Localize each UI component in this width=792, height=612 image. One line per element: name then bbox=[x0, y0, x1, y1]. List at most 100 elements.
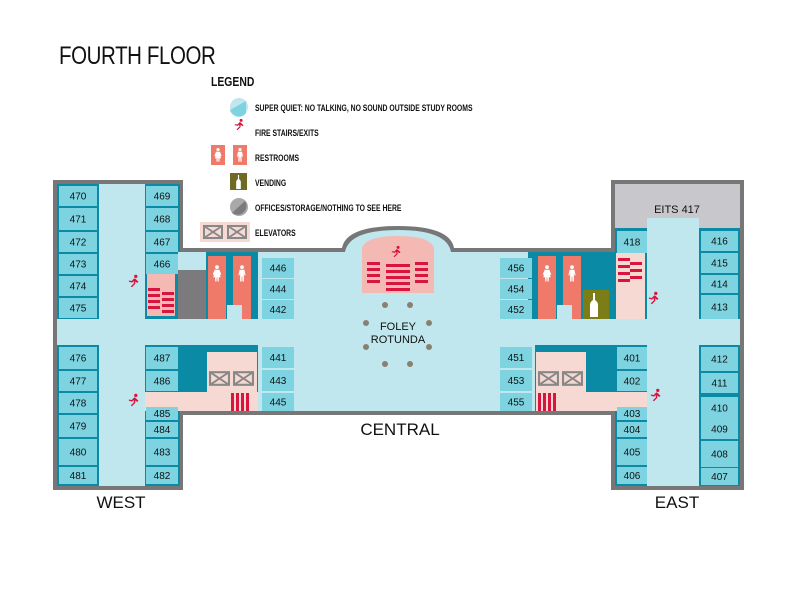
study-room-477 bbox=[59, 371, 97, 391]
room-number: 473 bbox=[70, 260, 87, 271]
quiet-zone-icon bbox=[230, 98, 248, 117]
room-number: 410 bbox=[711, 404, 728, 415]
room-number: 466 bbox=[154, 260, 171, 271]
study-room-452 bbox=[500, 300, 532, 319]
west-stair-lines bbox=[148, 288, 174, 313]
room-number: 454 bbox=[508, 285, 525, 296]
room-number: 486 bbox=[154, 377, 171, 388]
room-number: 446 bbox=[270, 264, 287, 275]
room-number: 477 bbox=[70, 377, 87, 388]
study-room-401 bbox=[617, 347, 647, 369]
study-room-445 bbox=[262, 393, 294, 411]
room-number: 487 bbox=[154, 354, 171, 365]
study-room-453 bbox=[500, 370, 532, 391]
study-room-444 bbox=[262, 279, 294, 299]
study-room-482 bbox=[146, 467, 178, 484]
study-room-471 bbox=[59, 208, 97, 230]
study-room-479 bbox=[59, 415, 97, 437]
east-service-block bbox=[528, 252, 647, 411]
room-number: 452 bbox=[508, 305, 525, 316]
room-number: 467 bbox=[154, 238, 171, 249]
eits-office-label: EITS 417 bbox=[654, 204, 700, 216]
room-number: 407 bbox=[711, 472, 728, 483]
study-room-418 bbox=[617, 231, 647, 253]
room-number: 471 bbox=[70, 215, 87, 226]
room-number: 415 bbox=[711, 259, 728, 270]
study-room-472 bbox=[59, 232, 97, 252]
study-room-442 bbox=[262, 300, 294, 319]
room-number: 451 bbox=[508, 353, 525, 364]
room-number: 456 bbox=[508, 264, 525, 275]
room-number: 470 bbox=[70, 192, 87, 203]
study-room-455 bbox=[500, 393, 532, 411]
study-room-484 bbox=[146, 422, 178, 437]
restroom-women-east bbox=[538, 256, 556, 319]
study-room-403 bbox=[617, 407, 647, 420]
offices-icon bbox=[230, 198, 248, 216]
legend-label-offices: OFFICES/STORAGE/NOTHING TO SEE HERE bbox=[255, 203, 402, 214]
room-number: 445 bbox=[270, 398, 287, 409]
study-room-414 bbox=[701, 275, 738, 293]
room-number: 468 bbox=[154, 215, 171, 226]
study-room-404 bbox=[617, 422, 647, 437]
study-room-473 bbox=[59, 254, 97, 274]
room-number: 406 bbox=[624, 471, 641, 482]
page-title: FOURTH FLOOR bbox=[59, 42, 216, 70]
room-number: 443 bbox=[270, 376, 287, 387]
study-room-454 bbox=[500, 279, 532, 299]
legend-label-quiet: SUPER QUIET: NO TALKING, NO SOUND OUTSID… bbox=[255, 103, 473, 114]
room-number: 453 bbox=[508, 376, 525, 387]
zone-label-east: EAST bbox=[655, 493, 699, 512]
study-room-470 bbox=[59, 186, 97, 206]
study-room-415 bbox=[701, 253, 738, 273]
study-room-469 bbox=[146, 186, 178, 206]
study-room-483 bbox=[146, 439, 178, 465]
restroom-men-east bbox=[563, 256, 581, 319]
room-number: 412 bbox=[711, 355, 728, 366]
study-room-486 bbox=[146, 371, 178, 391]
room-number: 404 bbox=[624, 425, 641, 436]
room-number: 403 bbox=[624, 409, 641, 420]
west-storage bbox=[178, 270, 206, 319]
study-room-451 bbox=[500, 347, 532, 368]
zone-label-west: WEST bbox=[96, 493, 145, 512]
study-room-466 bbox=[146, 254, 178, 274]
room-number: 479 bbox=[70, 422, 87, 433]
legend-label-elevators: ELEVATORS bbox=[255, 228, 296, 239]
study-room-416 bbox=[701, 231, 738, 251]
study-room-476 bbox=[59, 347, 97, 369]
rotunda-columns bbox=[363, 302, 432, 367]
study-room-409 bbox=[701, 419, 738, 439]
room-number: 402 bbox=[624, 377, 641, 388]
room-number: 482 bbox=[154, 471, 171, 482]
restroom-men-west bbox=[233, 256, 251, 319]
room-number: 441 bbox=[270, 353, 287, 364]
legend-label-restrooms: RESTROOMS bbox=[255, 153, 300, 164]
rotunda-label-2: ROTUNDA bbox=[371, 334, 426, 346]
room-number: 442 bbox=[270, 305, 287, 316]
room-number: 474 bbox=[70, 282, 87, 293]
study-room-485 bbox=[146, 407, 178, 420]
room-number: 414 bbox=[711, 280, 728, 291]
room-number: 481 bbox=[70, 471, 87, 482]
study-room-441 bbox=[262, 347, 294, 368]
study-room-411 bbox=[701, 373, 738, 393]
zone-label-central: CENTRAL bbox=[360, 420, 439, 439]
room-number: 405 bbox=[624, 448, 641, 459]
study-room-468 bbox=[146, 208, 178, 230]
room-number: 416 bbox=[711, 237, 728, 248]
study-room-487 bbox=[146, 347, 178, 369]
study-room-481 bbox=[59, 467, 97, 484]
study-room-478 bbox=[59, 393, 97, 413]
room-number: 401 bbox=[624, 354, 641, 365]
room-number: 411 bbox=[712, 379, 728, 390]
room-number: 476 bbox=[70, 354, 87, 365]
room-number: 444 bbox=[270, 285, 287, 296]
vending-icon bbox=[230, 173, 247, 190]
study-rooms: 4704714724734744754764774784794804814694… bbox=[59, 186, 738, 485]
study-room-407 bbox=[701, 468, 738, 485]
room-number: 484 bbox=[154, 425, 171, 436]
room-number: 455 bbox=[508, 398, 525, 409]
room-number: 409 bbox=[711, 425, 728, 436]
